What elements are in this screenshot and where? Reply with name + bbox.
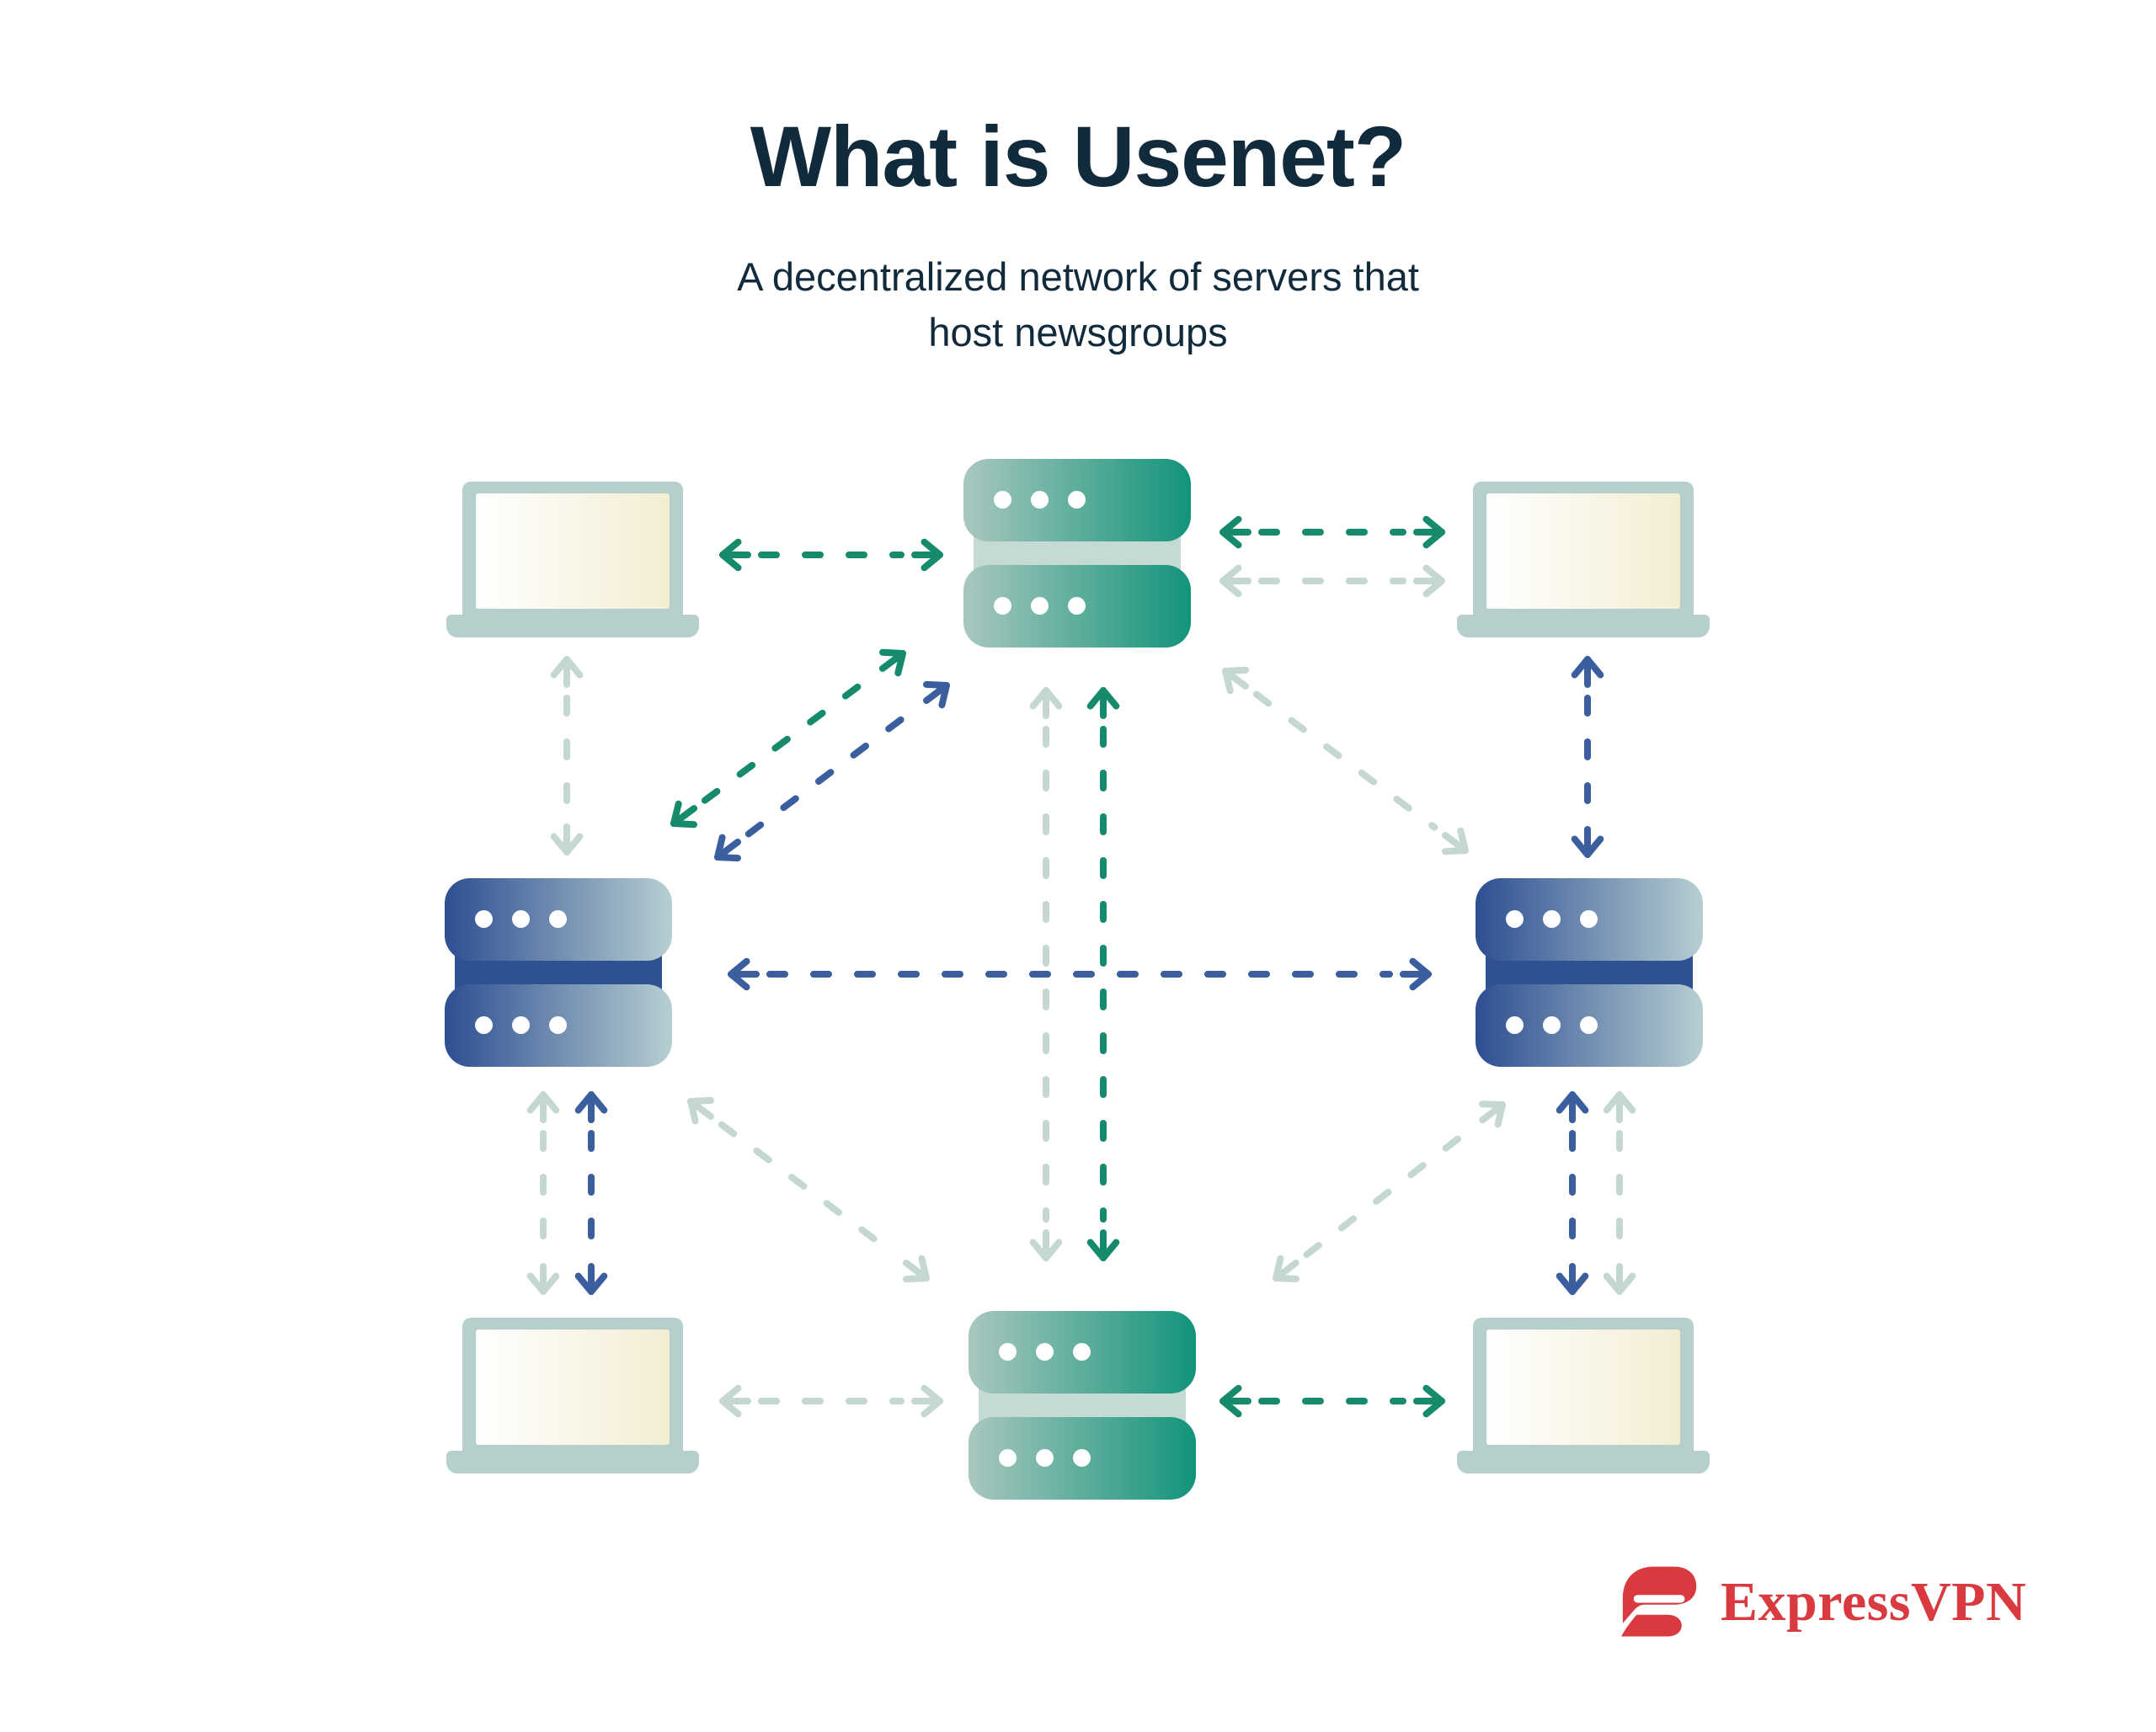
arrow-serverTop-laptopTR-sage [1219, 564, 1445, 598]
server-led [999, 1343, 1017, 1361]
server-unit [445, 984, 672, 1067]
server-unit [969, 1311, 1196, 1394]
laptop-frame [1473, 482, 1694, 616]
laptop-top-right-icon [1457, 482, 1710, 638]
arrow-serverLeft-serverTop-green [670, 648, 906, 829]
server-led [1506, 1016, 1524, 1034]
server-led [1580, 1016, 1598, 1034]
arrow-serverLeft-laptopBL-navy [574, 1091, 608, 1295]
server-divider [1486, 956, 1693, 989]
laptop-base [446, 615, 699, 637]
server-led [549, 1016, 567, 1034]
page-title: What is Usenet? [750, 109, 1406, 205]
server-led [994, 491, 1011, 509]
server-led [994, 597, 1011, 615]
page-subtitle: A decentralized network of servers that h… [0, 249, 2156, 360]
server-led [999, 1449, 1017, 1467]
arrow-laptopTR-serverRight [1571, 656, 1604, 858]
arrow-laptopTL-serverTop [719, 538, 943, 572]
server-led [512, 910, 530, 928]
subtitle-line-1: A decentralized network of servers that [737, 254, 1419, 299]
arrow-serverLeft-serverRight-navy [728, 957, 1432, 991]
server-unit [1476, 878, 1703, 961]
server-led [1036, 1343, 1054, 1361]
server-led [1031, 491, 1049, 509]
arrow-serverTop-laptopTR-green [1219, 515, 1445, 549]
arrow-serverLeft-serverBottom-sage [687, 1096, 930, 1283]
server-led [475, 910, 493, 928]
laptop-top-left-icon [446, 482, 699, 638]
laptop-frame [462, 482, 683, 616]
laptop-screen [1486, 493, 1680, 609]
laptop-frame [1473, 1318, 1694, 1452]
server-unit [969, 1417, 1196, 1500]
arrow-serverRight-laptopBR-navy [1556, 1091, 1589, 1295]
server-led [1543, 1016, 1561, 1034]
arrow-serverBottom-laptopBR-green [1219, 1384, 1445, 1418]
server-divider [979, 1388, 1186, 1422]
server-top-icon [963, 459, 1191, 648]
laptop-screen [476, 493, 670, 609]
arrow-serverTop-serverBottom-sage [1029, 687, 1063, 1261]
laptop-base [1457, 1451, 1710, 1474]
arrow-laptopBL-serverBottom-sage [719, 1384, 943, 1418]
arrow-serverBottom-serverRight-sage [1273, 1100, 1506, 1282]
laptop-base [1457, 615, 1710, 637]
server-unit [963, 459, 1191, 541]
expressvpn-wordmark: ExpressVPN [1721, 1571, 2027, 1633]
server-led [475, 1016, 493, 1034]
arrow-serverTop-serverBottom-green [1086, 687, 1120, 1261]
server-led [1036, 1449, 1054, 1467]
server-led [1506, 910, 1524, 928]
server-divider [455, 956, 662, 989]
server-right-icon [1476, 878, 1703, 1067]
server-unit [963, 565, 1191, 648]
laptop-screen [1486, 1330, 1680, 1445]
arrow-serverLeft-laptopBL-sage [526, 1091, 560, 1295]
arrow-laptopTL-serverLeft [550, 656, 584, 855]
server-led [1031, 597, 1049, 615]
server-led [1068, 597, 1086, 615]
expressvpn-logo-icon [1621, 1566, 1697, 1637]
server-unit [445, 878, 672, 961]
arrow-serverLeft-serverTop-navy [714, 680, 950, 862]
laptop-base [446, 1451, 699, 1474]
laptop-bottom-left-icon [446, 1318, 699, 1474]
arrow-serverTop-serverRight-sage [1222, 666, 1469, 855]
laptop-frame [462, 1318, 683, 1452]
server-led [1073, 1343, 1091, 1361]
laptop-screen [476, 1330, 670, 1445]
server-divider [974, 536, 1181, 570]
server-left-icon [445, 878, 672, 1067]
server-led [1073, 1449, 1091, 1467]
server-led [1543, 910, 1561, 928]
server-led [1068, 491, 1086, 509]
server-led [549, 910, 567, 928]
server-unit [1476, 984, 1703, 1067]
arrow-serverRight-laptopBR-sage [1603, 1091, 1636, 1295]
server-bottom-icon [969, 1311, 1196, 1500]
server-led [512, 1016, 530, 1034]
subtitle-line-2: host newsgroups [928, 310, 1228, 354]
laptop-bottom-right-icon [1457, 1318, 1710, 1474]
server-led [1580, 910, 1598, 928]
expressvpn-logo: ExpressVPN [1621, 1563, 2026, 1642]
